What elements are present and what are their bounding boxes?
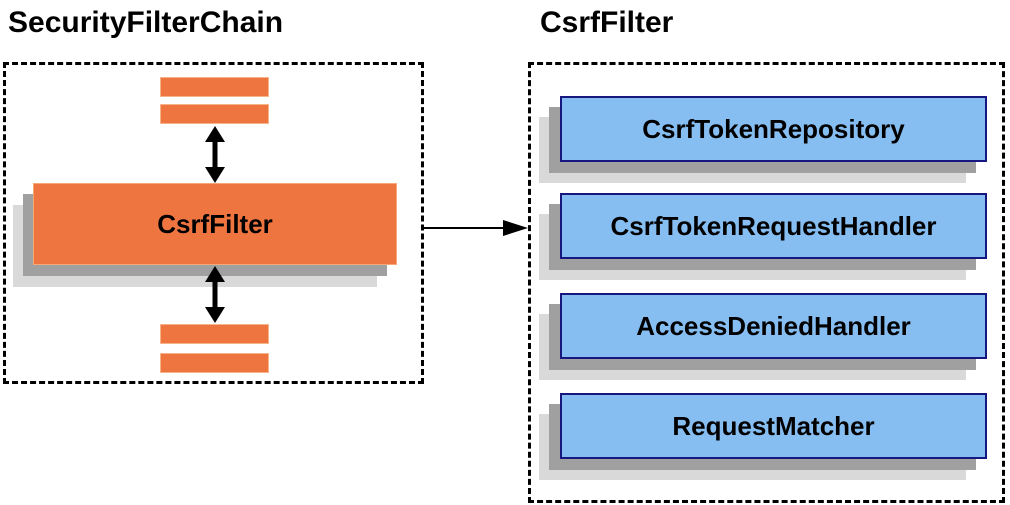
filter-bar-bottom-2 [160,353,269,373]
security-filter-chain-title: SecurityFilterChain [8,6,284,39]
bidirectional-arrow-bottom [205,266,225,323]
component-box-access-denied-handler: AccessDeniedHandler [560,293,987,359]
bidirectional-arrow-top [205,126,225,183]
component-box-request-matcher: RequestMatcher [560,393,987,459]
csrf-filter-box-label: CsrfFilter [157,208,273,239]
csrf-filter-container [528,62,1005,503]
component-label: AccessDeniedHandler [636,310,911,341]
csrf-filter-title: CsrfFilter [540,6,674,39]
filter-bar-bottom-1 [160,324,269,344]
security-filter-chain-container [3,62,424,384]
filter-bar-top-1 [160,77,269,97]
component-label: CsrfTokenRequestHandler [610,210,937,241]
component-box-csrf-token-request-handler: CsrfTokenRequestHandler [560,193,987,259]
csrf-filter-box: CsrfFilter [33,183,397,265]
component-label: RequestMatcher [672,410,875,441]
component-label: CsrfTokenRepository [642,113,905,144]
filter-bar-top-2 [160,104,269,124]
component-box-csrf-token-repository: CsrfTokenRepository [560,96,987,162]
flow-arrow [423,220,528,236]
